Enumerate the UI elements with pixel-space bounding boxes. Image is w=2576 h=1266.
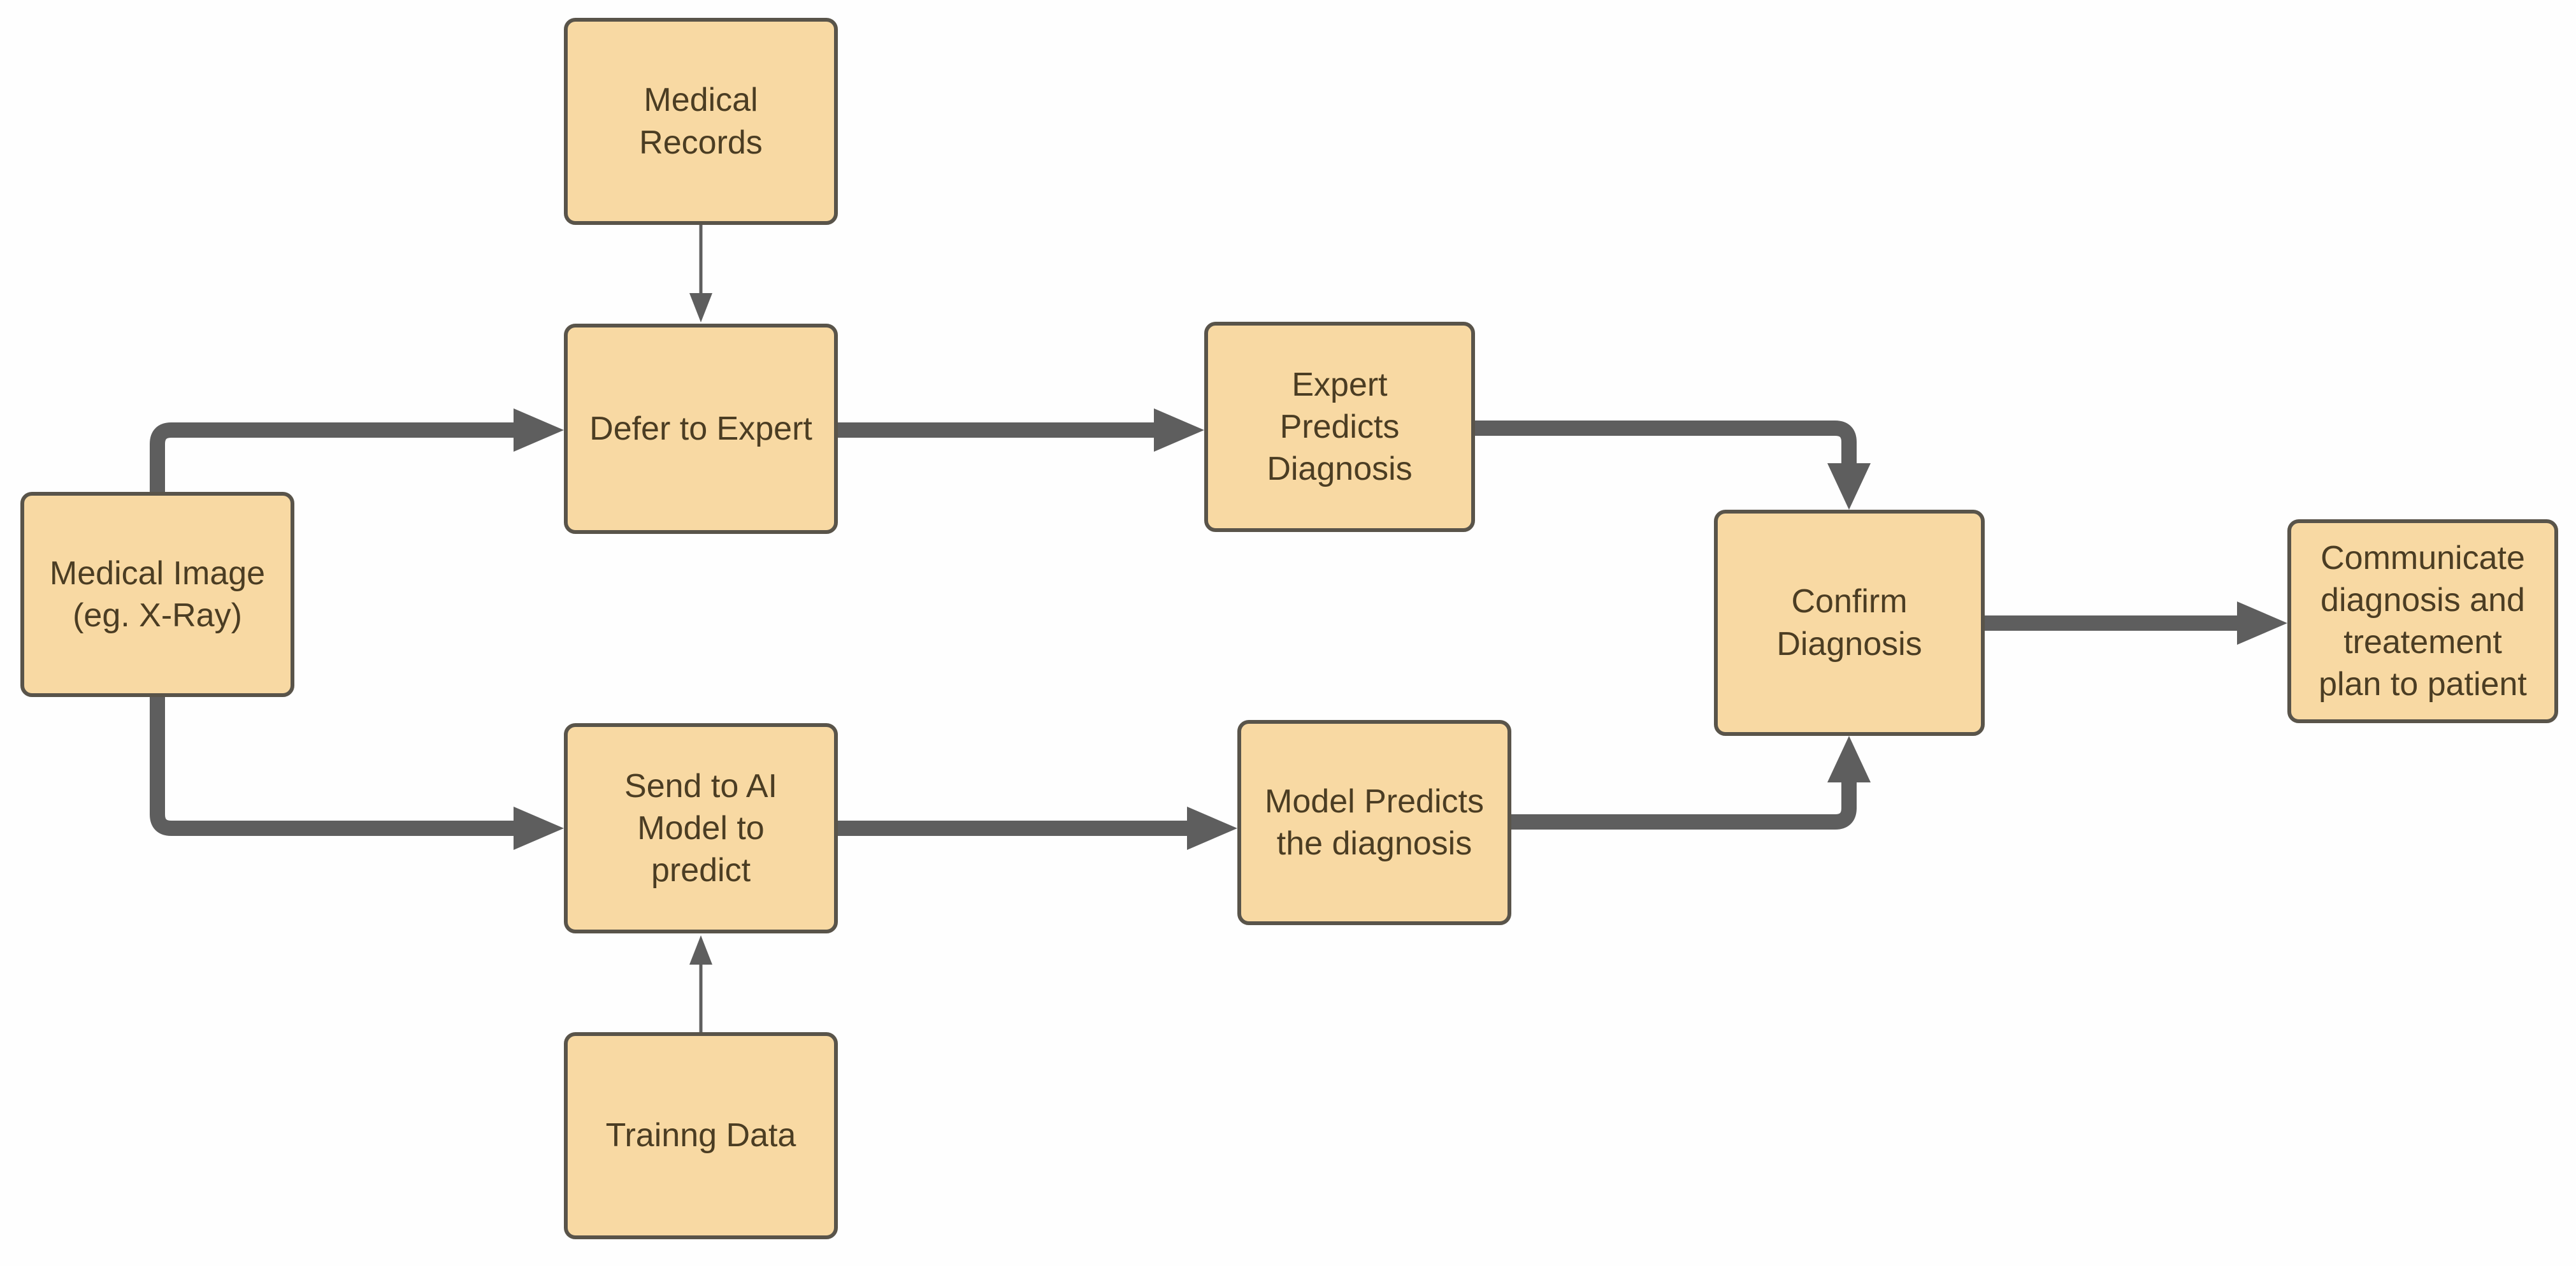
- edge-medical-records-to-defer: [689, 225, 712, 322]
- edge-defer-to-expert-predicts: [838, 408, 1204, 452]
- node-expert-predicts-diagnosis[interactable]: Expert Predicts Diagnosis: [1204, 322, 1475, 532]
- arrowhead-right-icon: [514, 408, 564, 452]
- edge-expert-predicts-to-confirm: [1475, 421, 1871, 510]
- node-medical-records[interactable]: Medical Records: [564, 18, 838, 225]
- node-medical-image[interactable]: Medical Image (eg. X-Ray): [20, 492, 294, 697]
- edge-confirm-to-communicate: [1985, 601, 2287, 645]
- arrowhead-right-icon: [2237, 601, 2287, 645]
- arrowhead-up-icon: [1827, 736, 1871, 782]
- node-confirm-diagnosis[interactable]: Confirm Diagnosis: [1714, 510, 1985, 736]
- edge-send-to-model-predicts: [838, 807, 1237, 850]
- edge-medical-image-to-defer: [150, 408, 564, 496]
- node-label: Confirm Diagnosis: [1776, 583, 1922, 663]
- node-label: Trainng Data: [605, 1117, 796, 1155]
- node-label: Defer to Expert: [589, 410, 812, 447]
- edge-model-predicts-to-confirm: [1511, 736, 1871, 830]
- node-communicate-plan[interactable]: Communicate diagnosis and treatement pla…: [2287, 519, 2558, 723]
- edge-trainng-data-to-send: [689, 935, 712, 1032]
- node-model-predicts-diagnosis[interactable]: Model Predicts the diagnosis: [1237, 720, 1511, 925]
- node-label: Expert Predicts Diagnosis: [1267, 366, 1413, 488]
- edge-medical-image-to-send: [150, 693, 564, 850]
- node-label: Medical Records: [639, 82, 763, 161]
- node-trainng-data[interactable]: Trainng Data: [564, 1032, 838, 1239]
- node-label: Communicate diagnosis and treatement pla…: [2319, 539, 2527, 703]
- arrowhead-right-icon: [514, 807, 564, 850]
- arrowhead-right-icon: [1154, 408, 1204, 452]
- node-label: Medical Image (eg. X-Ray): [49, 554, 266, 634]
- node-defer-to-expert[interactable]: Defer to Expert: [564, 324, 838, 534]
- node-label: Model Predicts the diagnosis: [1265, 782, 1484, 862]
- arrowhead-down-icon: [1827, 463, 1871, 510]
- node-send-to-ai-model[interactable]: Send to AI Model to predict: [564, 723, 838, 933]
- arrowhead-down-icon: [689, 293, 712, 322]
- node-label: Send to AI Model to predict: [624, 767, 777, 889]
- arrowhead-right-icon: [1187, 807, 1237, 850]
- arrowhead-up-icon: [689, 935, 712, 965]
